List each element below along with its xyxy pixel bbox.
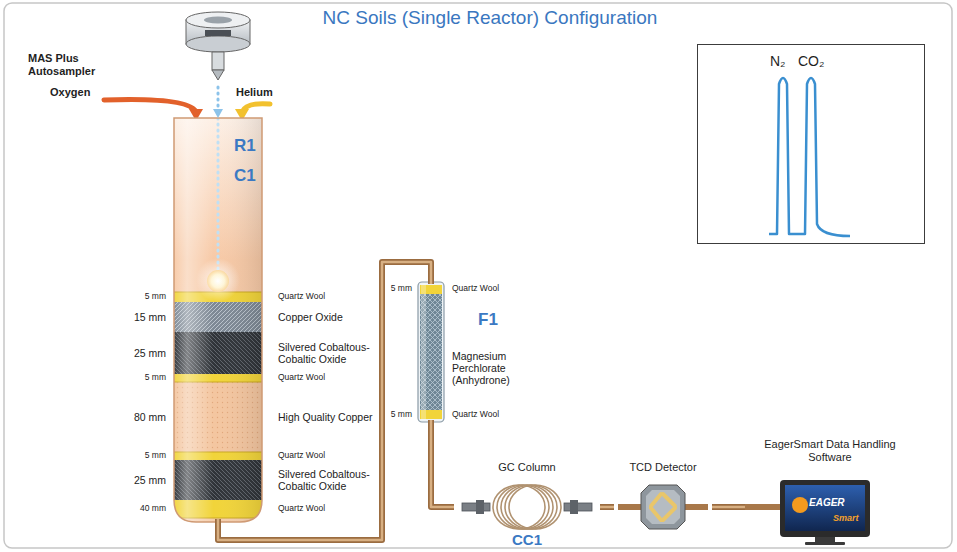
- autosampler-node: MAS Plus Autosampler: [20, 8, 270, 86]
- part-label: Helium: [236, 86, 273, 99]
- reactor-tube: [174, 118, 262, 522]
- arrow-head: [213, 109, 223, 118]
- gas-tubing: [600, 507, 614, 508]
- part-label: 25 mm: [134, 347, 166, 359]
- filter-tube: [418, 282, 444, 422]
- chromatogram-trace: [769, 78, 850, 236]
- tcd-detector-icon: [618, 485, 708, 529]
- part-label: 15 mm: [134, 311, 166, 323]
- reactor-node: R1C1: [172, 118, 264, 522]
- gc-column-node: GC ColumnCC1: [454, 455, 600, 550]
- gas-tubing: [712, 507, 745, 508]
- peak-label: CO₂: [798, 53, 824, 69]
- part-label: 5 mm: [145, 373, 166, 383]
- part-label: 40 mm: [140, 504, 166, 514]
- part-label: 80 mm: [134, 411, 166, 423]
- callout-id: F1: [478, 310, 498, 330]
- part-label: Copper Oxide: [278, 311, 343, 323]
- part-label: 5 mm: [391, 284, 412, 294]
- tubing-inner: [218, 262, 431, 540]
- gas-tubing: [431, 420, 454, 507]
- part-label: High Quality Copper: [278, 411, 373, 423]
- tubing-inner: [712, 506, 745, 509]
- part-label: Quartz Wool: [278, 373, 325, 383]
- part-label: EAGER: [809, 497, 845, 509]
- tubing-inner: [431, 420, 454, 507]
- tubing-outer: [600, 504, 614, 510]
- component-name: GC Column: [454, 461, 600, 474]
- chromatogram-box-node: N₂ CO₂: [697, 44, 925, 244]
- gc-column-coil: [462, 485, 592, 529]
- part-label: 5 mm: [145, 451, 166, 461]
- part-label: 5 mm: [391, 410, 412, 420]
- callout-id: C1: [234, 166, 256, 186]
- part-label: Quartz Wool: [452, 410, 499, 420]
- gas-tubing: [218, 262, 431, 540]
- autosampler-icon: [186, 12, 250, 80]
- diagram-title: NC Soils (Single Reactor) Configuration: [280, 7, 700, 29]
- tubing-outer: [218, 262, 431, 540]
- part-label: Quartz Wool: [452, 284, 499, 294]
- part-label: Smart: [833, 513, 859, 523]
- part-label: Quartz Wool: [278, 504, 325, 514]
- tubing-outer: [712, 504, 745, 510]
- part-label: Magnesium Perchlorate (Anhydrone): [452, 350, 532, 386]
- callout-id: CC1: [454, 531, 600, 548]
- part-label: 25 mm: [134, 474, 166, 486]
- peak-label: N₂: [770, 53, 786, 69]
- part-label: Quartz Wool: [278, 451, 325, 461]
- sample-line: [217, 87, 220, 110]
- part-label: 5 mm: [145, 292, 166, 302]
- component-name: TCD Detector: [614, 461, 712, 474]
- software-monitor: [745, 480, 870, 545]
- tcd-detector-node: TCD Detector: [614, 455, 712, 545]
- component-name: EagerSmart Data Handling Software: [755, 438, 905, 463]
- tubing-inner: [600, 506, 614, 509]
- filter-node: F1: [418, 282, 444, 422]
- callout-id: R1: [234, 136, 256, 156]
- part-label: Silvered Cobaltous- Cobaltic Oxide: [278, 468, 374, 492]
- part-label: Silvered Cobaltous- Cobaltic Oxide: [278, 341, 374, 365]
- part-label: Quartz Wool: [278, 292, 325, 302]
- sample-path: [213, 87, 223, 118]
- component-name: MAS Plus Autosampler: [28, 52, 118, 77]
- tubing-outer: [431, 420, 454, 507]
- software-node: EagerSmart Data Handling Software: [745, 438, 915, 548]
- part-label: Oxygen: [50, 86, 90, 99]
